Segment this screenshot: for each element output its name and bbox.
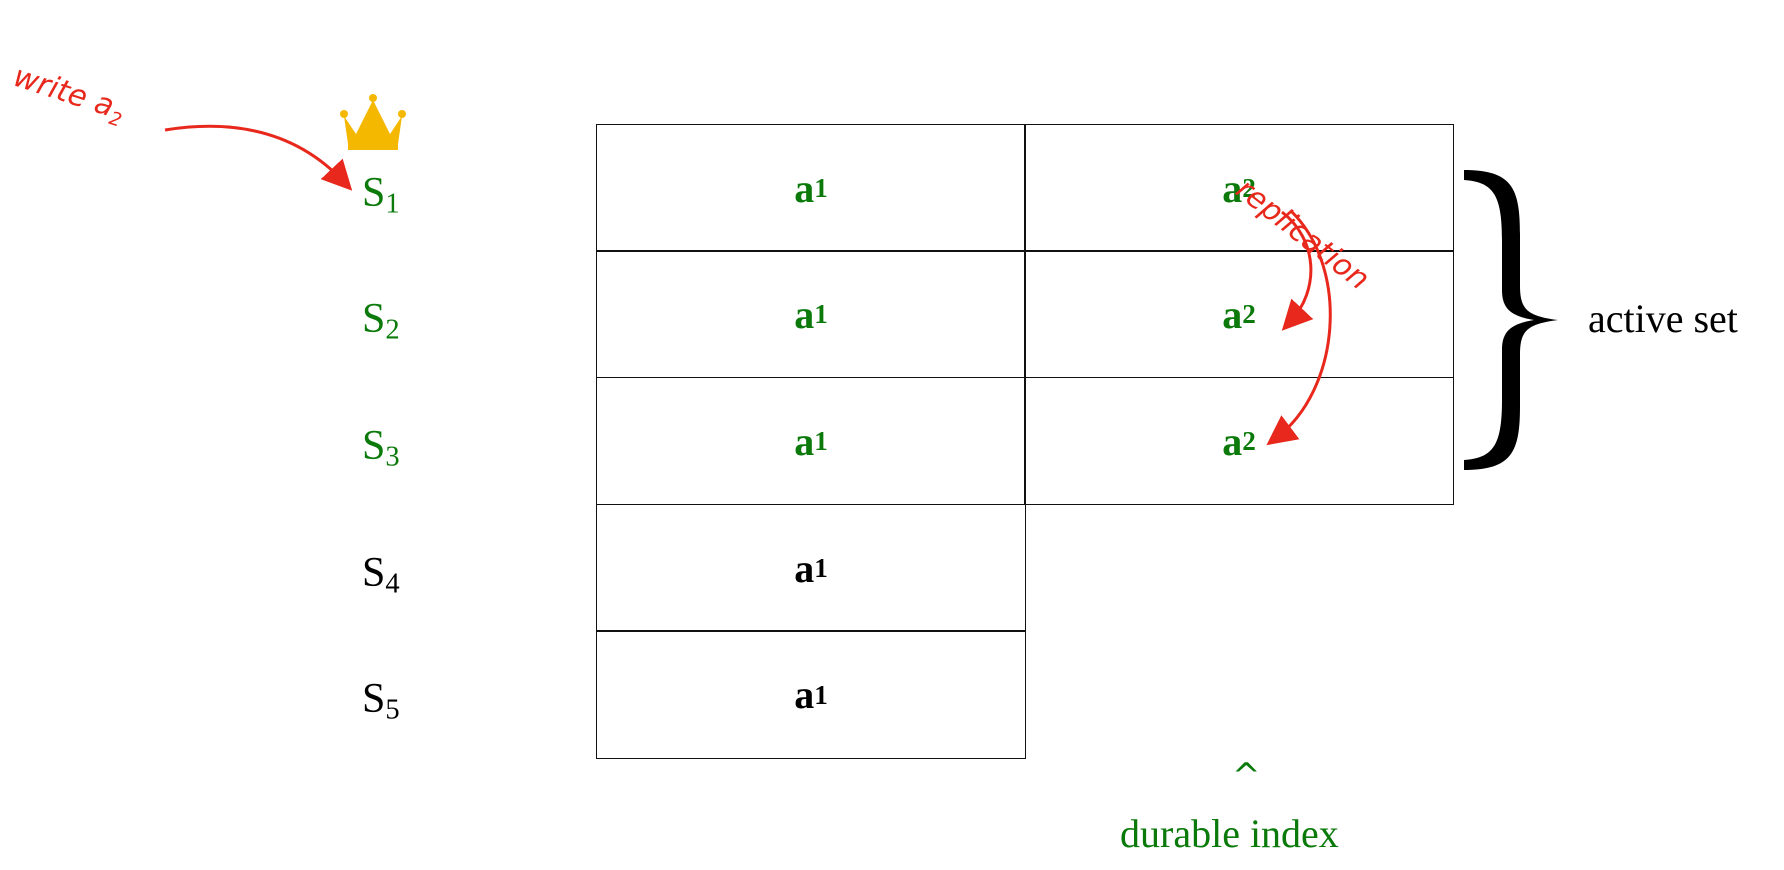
write-arrow bbox=[164, 124, 353, 191]
active-set-label: active set bbox=[1588, 296, 1738, 341]
server-label-s5: S5 bbox=[362, 676, 400, 726]
server-label-s3: S3 bbox=[362, 423, 400, 473]
replication-arrow-s3 bbox=[1266, 210, 1332, 446]
durable-index-caret: ^ bbox=[1232, 756, 1261, 796]
replication-arrow-s2 bbox=[1281, 210, 1314, 331]
crown-icon bbox=[340, 94, 406, 150]
durable-index-label: durable index bbox=[1120, 811, 1339, 856]
server-label-s2: S2 bbox=[362, 296, 400, 346]
server-label-s1: S1 bbox=[362, 170, 400, 220]
active-set-brace bbox=[1464, 170, 1558, 470]
server-label-s4: S4 bbox=[362, 550, 400, 600]
